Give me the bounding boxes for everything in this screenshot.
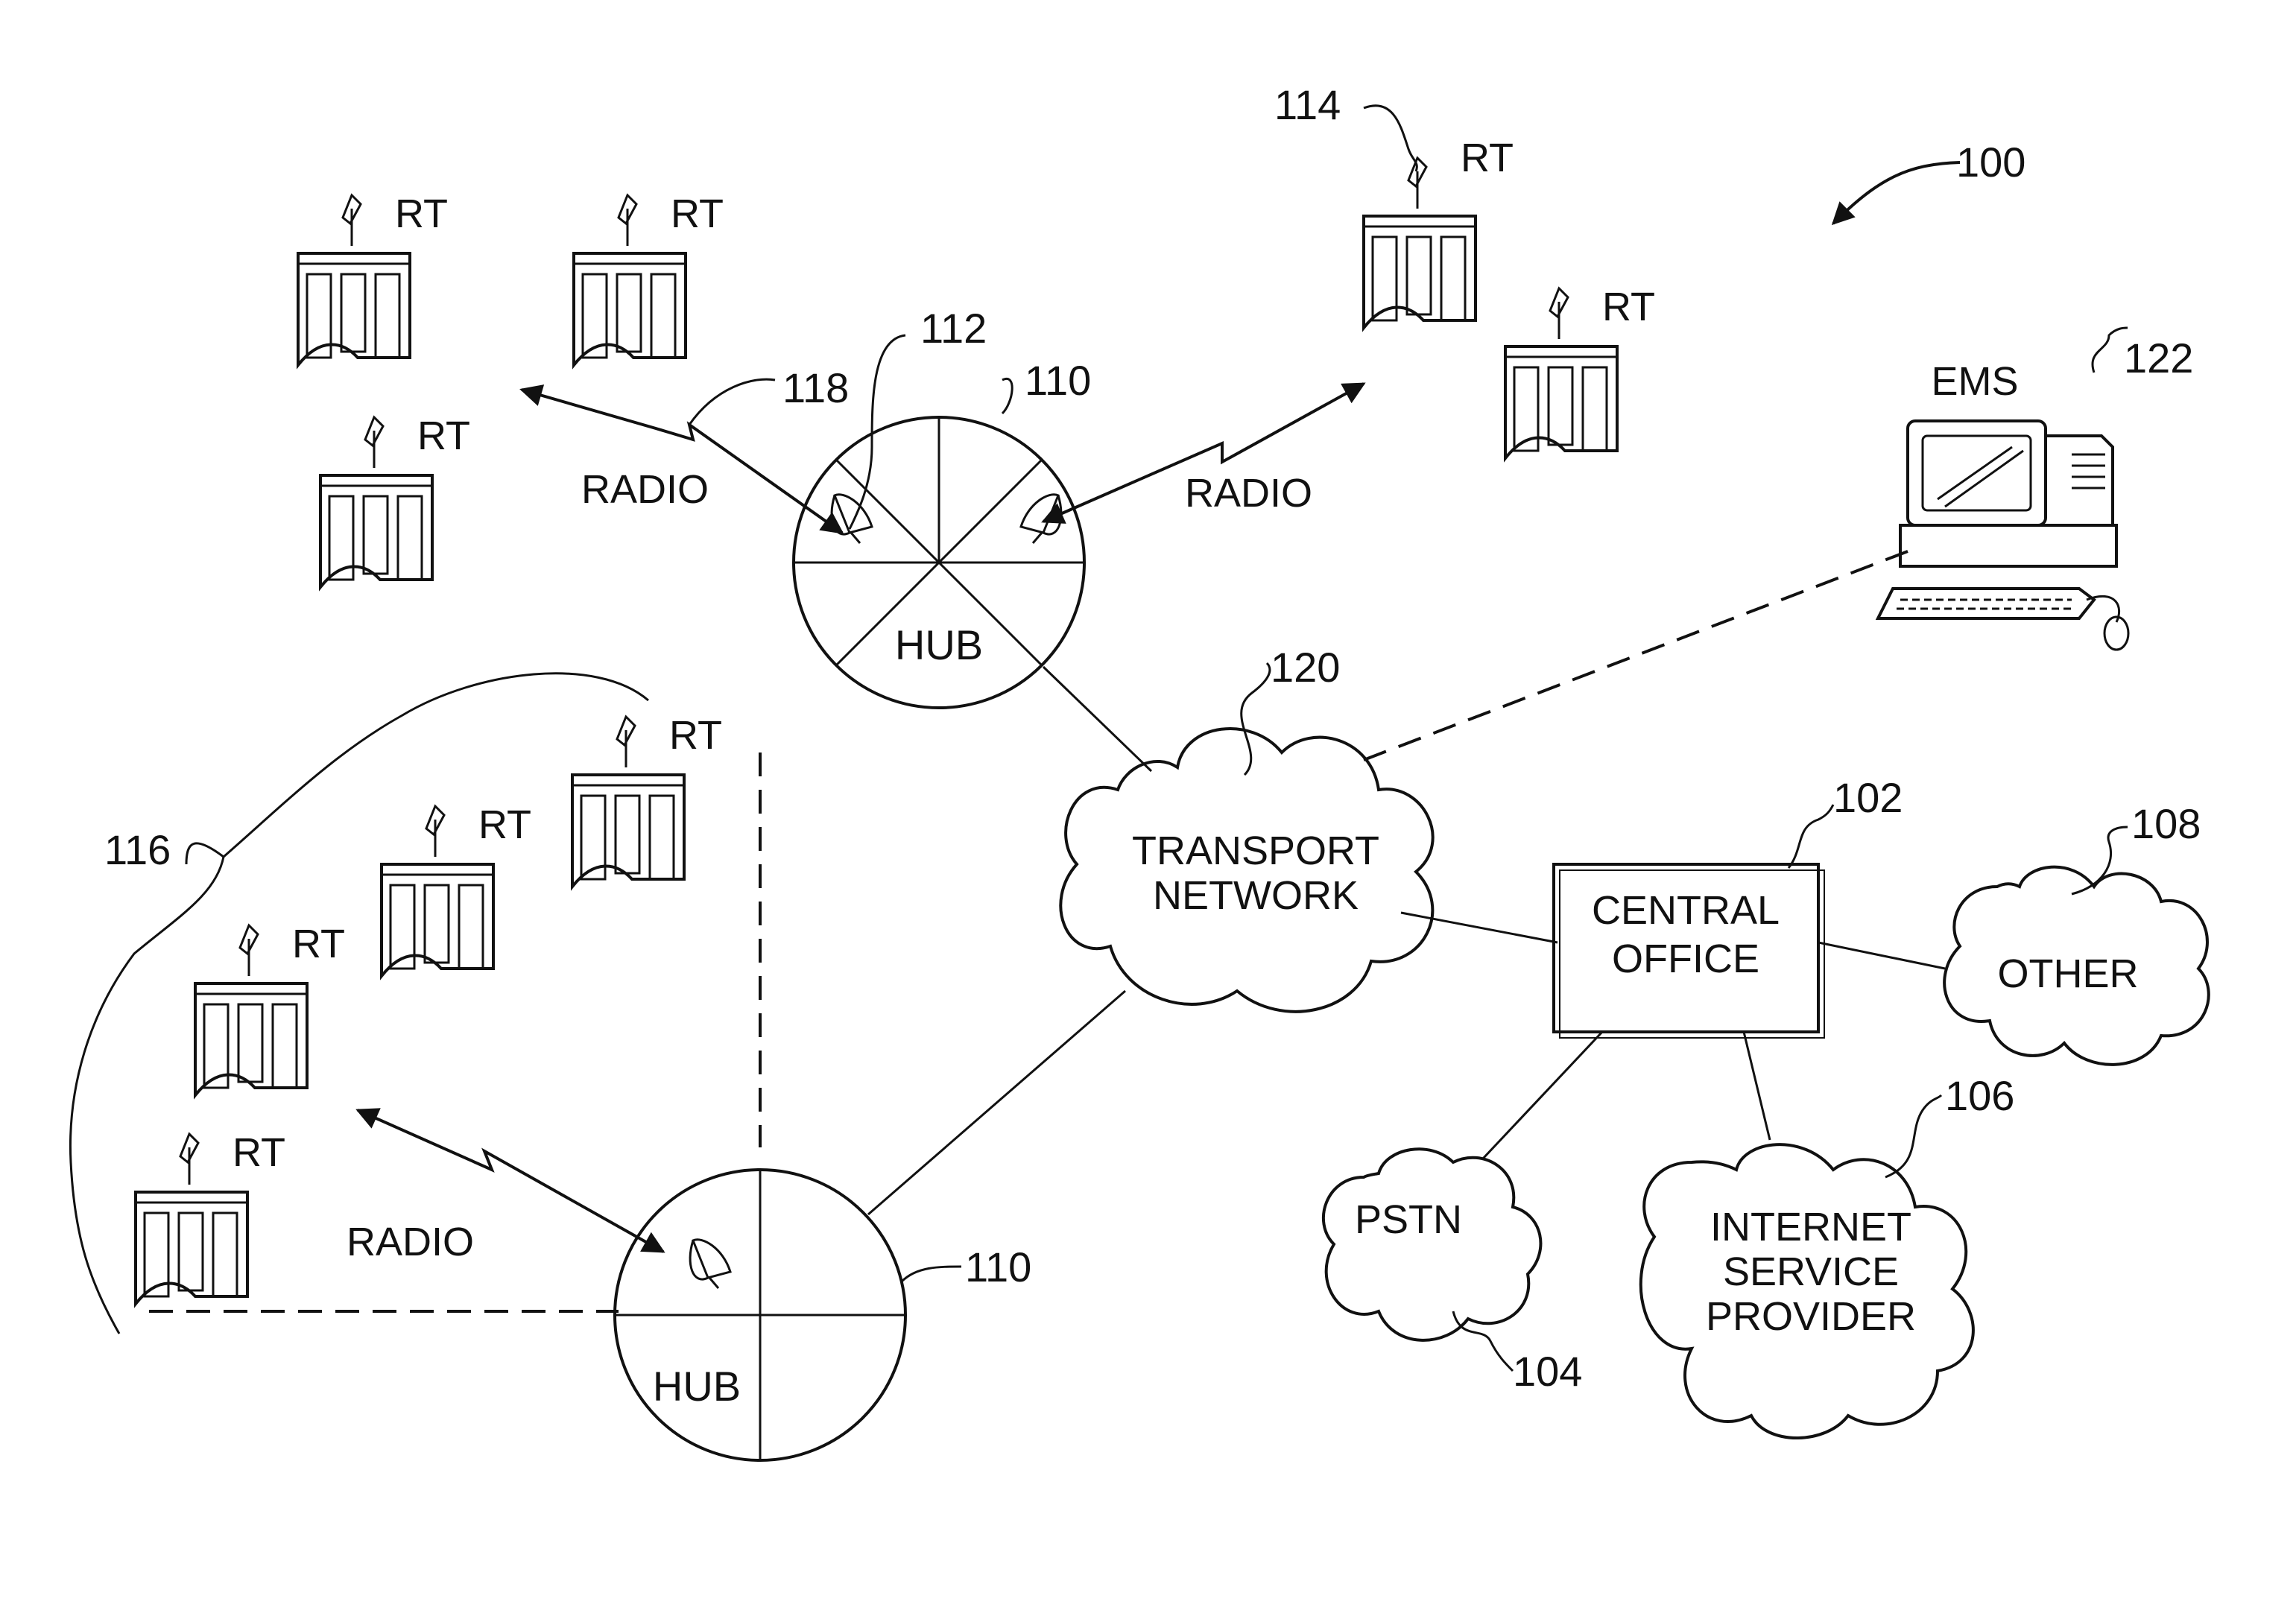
rt-terminal-lower-3: RT: [195, 922, 345, 1095]
rt-terminal-top-left-1: RT: [298, 191, 448, 365]
radio-link-top-right: RADIO: [1043, 384, 1364, 522]
link-hub-top-transport: [1043, 667, 1151, 771]
pstn-ref-label: 104: [1513, 1348, 1582, 1395]
dish-antenna-icon: [690, 1240, 730, 1288]
rt-label: RT: [292, 922, 345, 966]
rt-label: RT: [233, 1130, 285, 1175]
antenna-ref-label: 112: [920, 305, 987, 352]
isp-label-line3: PROVIDER: [1706, 1294, 1916, 1339]
transport-label-line1: TRANSPORT: [1132, 828, 1379, 873]
rt-terminal-top-left-2: RT: [574, 191, 724, 365]
group-ref-label: 116: [104, 826, 171, 873]
isp-label-line1: INTERNET: [1710, 1205, 1911, 1249]
dish-antenna-icon: [832, 495, 872, 543]
rt-terminal-top-right-1: RT: [1364, 136, 1514, 328]
pstn-cloud: PSTN 104: [1323, 1149, 1583, 1395]
rt-label: RT: [395, 191, 448, 236]
link-co-isp: [1744, 1032, 1770, 1140]
pstn-label: PSTN: [1355, 1197, 1462, 1242]
central-office-ref-label: 102: [1833, 774, 1903, 821]
transport-ref-label: 120: [1271, 644, 1340, 691]
other-label: OTHER: [1998, 951, 2139, 996]
radio-label: RADIO: [1185, 471, 1312, 516]
rt-terminal-top-right-2: RT: [1505, 285, 1655, 458]
hub-bottom: HUB 110: [615, 1170, 1031, 1460]
other-ref-label: 108: [2131, 800, 2201, 847]
hub-label: HUB: [653, 1363, 741, 1410]
ems-computer-icon: EMS 122: [1878, 328, 2193, 650]
radio-link-lower: RADIO: [347, 1110, 663, 1264]
link-transport-ems: [1364, 551, 1908, 760]
other-cloud: OTHER 108: [1944, 800, 2209, 1065]
isp-label-line2: SERVICE: [1723, 1249, 1899, 1294]
radio-label: RADIO: [347, 1220, 474, 1264]
rt-label: RT: [669, 713, 722, 758]
rt-antenna-ref-label: 114: [1274, 81, 1341, 128]
link-ref-label: 118: [782, 364, 849, 411]
transport-network-cloud: TRANSPORT NETWORK 120: [1060, 644, 1432, 1012]
rt-terminal-top-left-3: RT: [320, 414, 470, 587]
ems-ref-label: 122: [2124, 335, 2193, 381]
link-hub-bottom-transport: [868, 991, 1125, 1214]
hub-ref-label: 110: [1025, 357, 1091, 404]
ems-label: EMS: [1931, 359, 2018, 404]
central-office-box: CENTRAL OFFICE 102: [1554, 774, 1903, 1038]
link-co-pstn: [1483, 1032, 1602, 1159]
rt-terminal-lower-1: RT: [572, 713, 722, 887]
central-office-line1: CENTRAL: [1592, 888, 1780, 933]
hub-label: HUB: [895, 621, 983, 668]
figure-ref-label: 100: [1956, 139, 2025, 186]
link-co-other: [1818, 942, 1945, 969]
rt-label: RT: [417, 414, 470, 458]
rt-label: RT: [1602, 285, 1655, 329]
rt-antenna-ref-114: 114: [1274, 81, 1417, 171]
isp-cloud: INTERNET SERVICE PROVIDER 106: [1641, 1072, 2015, 1438]
radio-label: RADIO: [581, 467, 709, 512]
transport-label-line2: NETWORK: [1153, 873, 1359, 918]
isp-ref-label: 106: [1945, 1072, 2014, 1119]
rt-label: RT: [1461, 136, 1514, 180]
hub-ref-label: 110: [965, 1243, 1031, 1290]
rt-label: RT: [478, 802, 531, 847]
radio-link-top-left: 118 RADIO: [522, 364, 849, 533]
rt-terminal-lower-4: RT: [136, 1130, 285, 1304]
rt-terminal-lower-2: RT: [382, 802, 531, 976]
dish-antenna-icon: [1021, 495, 1061, 543]
figure-ref-100: 100: [1833, 139, 2025, 224]
rt-label: RT: [671, 191, 724, 236]
central-office-line2: OFFICE: [1612, 937, 1759, 981]
